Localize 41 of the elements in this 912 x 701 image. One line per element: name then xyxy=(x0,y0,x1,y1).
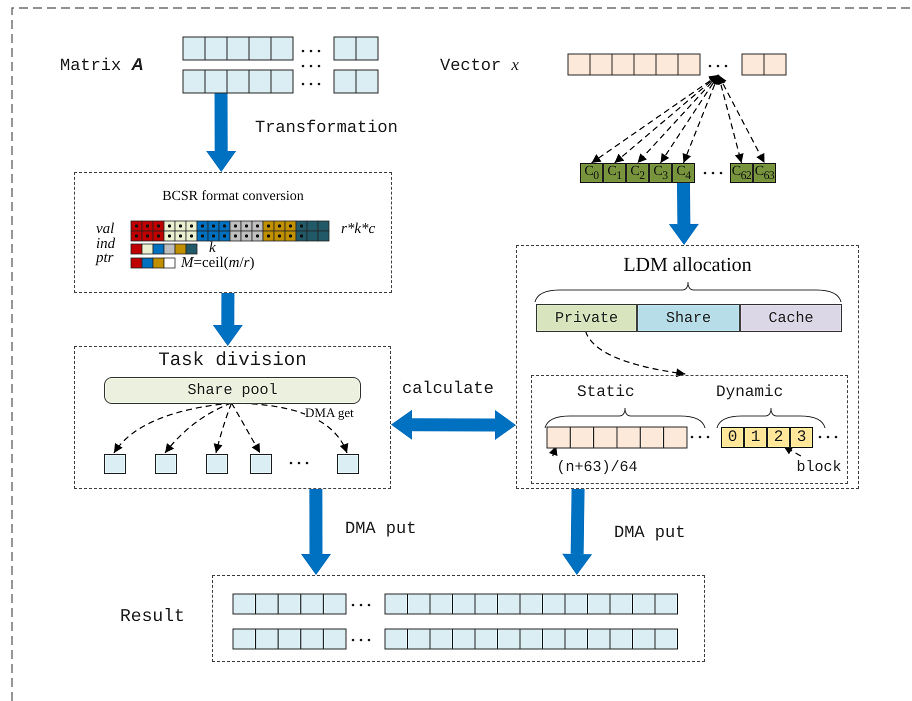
size-formula: k xyxy=(209,240,216,256)
field-label: ptr xyxy=(96,250,114,266)
core-square xyxy=(250,454,272,474)
cache-cell: C$_{62}$ xyxy=(730,163,753,183)
dashed-panel xyxy=(74,172,392,293)
core-square xyxy=(337,454,359,474)
dashed-panel xyxy=(516,245,859,489)
memory-segment: Private xyxy=(536,304,637,332)
cache-cell: C$_{2}$ xyxy=(626,163,649,183)
size-formula: r*k*c xyxy=(341,221,376,238)
array-label: Vector x xyxy=(440,56,519,77)
array-label: Dynamic xyxy=(716,384,784,402)
core-square xyxy=(104,454,126,474)
core-square xyxy=(206,454,228,474)
size-formula: M=ceil(m/r) xyxy=(181,255,254,272)
array-label: Result xyxy=(120,608,185,628)
leader-text: block xyxy=(792,458,846,476)
panel-title: LDM allocation xyxy=(622,254,753,276)
edge-label: DMA get xyxy=(305,406,354,420)
array-cell: 0 xyxy=(721,427,744,448)
array-cell: 1 xyxy=(744,427,767,448)
cache-cell: C$_{3}$ xyxy=(649,163,672,183)
array-cell: 3 xyxy=(790,427,813,448)
array-label: Static xyxy=(577,384,635,402)
cache-cell: C$_{1}$ xyxy=(603,163,626,183)
cache-cell: C$_{4}$ xyxy=(672,163,695,183)
memory-segment: Share xyxy=(637,304,740,332)
memory-segment: Cache xyxy=(740,304,842,332)
cache-cell: C$_{63}$ xyxy=(753,163,776,183)
panel-title: Task division xyxy=(157,350,308,371)
panel-title: BCSR format conversion xyxy=(161,189,305,204)
field-label: ind xyxy=(96,236,116,252)
array-cell: 2 xyxy=(767,427,790,448)
pool-box: Share pool xyxy=(104,377,361,404)
dashed-panel xyxy=(74,346,391,489)
cache-cell: C$_{0}$ xyxy=(580,163,603,183)
array-label: Matrix A xyxy=(60,56,144,77)
core-square xyxy=(155,454,177,474)
dashed-panel xyxy=(531,375,848,484)
field-label: val xyxy=(96,221,114,238)
leader-text: (n+63)/64 xyxy=(550,458,644,476)
